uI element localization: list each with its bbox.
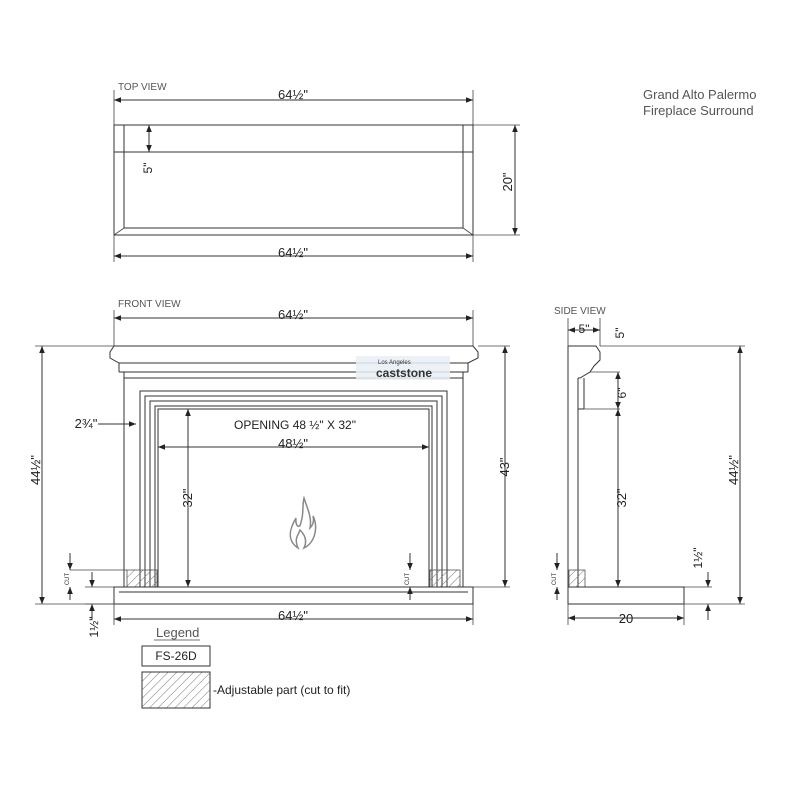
opening-label: OPENING 48 ½" X 32": [234, 418, 356, 432]
title-line-2: Fireplace Surround: [643, 103, 754, 118]
legend-title: Legend: [156, 625, 199, 640]
front-hearth-width-label: 64½": [278, 608, 308, 623]
top-width-top-label: 64½": [278, 87, 308, 102]
side-view-label: SIDE VIEW: [554, 306, 606, 317]
side-hearth: [567, 586, 685, 605]
side-hearth-height-label: 1½": [691, 548, 705, 569]
top-inner-depth-label: 5": [141, 163, 155, 174]
side-cut-label: CUT: [552, 573, 558, 586]
front-mantel-height-label: 43": [497, 457, 512, 476]
front-width-top-label: 64½": [278, 307, 308, 322]
hearth: [113, 586, 474, 605]
adjustable-part-left: [126, 569, 158, 588]
legend-hatch-text: -Adjustable part (cut to fit): [213, 683, 350, 697]
side-profile: [568, 345, 601, 379]
logo-line-2: caststone: [376, 366, 432, 380]
top-width-bottom-label: 64½": [278, 245, 308, 260]
top-view: TOP VIEW 64½" 5" 20" 64½": [113, 82, 520, 262]
caststone-logo: Los Angeles caststone: [356, 356, 450, 380]
cut-label-right: CUT: [405, 573, 411, 586]
legend-hatch-swatch: [141, 671, 211, 709]
title-line-1: Grand Alto Palermo: [643, 87, 756, 102]
cut-label-left: CUT: [65, 573, 71, 586]
side-shelf-label: 6": [615, 388, 629, 399]
side-opening-height-label: 32": [614, 488, 629, 507]
front-total-height-label: 44½": [28, 455, 43, 485]
adjustable-part-right: [429, 569, 461, 588]
firebox-opening: [157, 408, 430, 587]
top-view-label: TOP VIEW: [118, 82, 167, 93]
flame-icon: [289, 495, 317, 550]
legend-code-box: [141, 645, 211, 667]
top-view-outline: [113, 124, 474, 236]
leg-width-label: 2¾": [75, 416, 98, 431]
side-top-right-label: 5": [613, 328, 627, 339]
side-depth-label: 20: [619, 611, 633, 626]
opening-height-label: 32": [180, 488, 195, 507]
top-depth-label: 20": [500, 172, 515, 191]
logo-line-1: Los Angeles: [378, 360, 411, 366]
front-view: FRONT VIEW 64½" OPENI: [28, 299, 512, 637]
front-hearth-height-label: 1½": [87, 617, 101, 638]
legend-code: FS-26D: [155, 649, 197, 663]
opening-width-label: 48½": [278, 436, 308, 451]
legend: Legend FS-26D -Adjustable part (cut to f…: [141, 625, 350, 709]
front-view-label: FRONT VIEW: [118, 299, 181, 310]
side-total-height-label: 44½": [726, 455, 741, 485]
side-top-left-label: 5": [579, 322, 590, 336]
adjustable-part-side: [568, 569, 586, 588]
side-view: SIDE VIEW 5" 5" 6" 32" CUT 1½": [552, 306, 745, 626]
